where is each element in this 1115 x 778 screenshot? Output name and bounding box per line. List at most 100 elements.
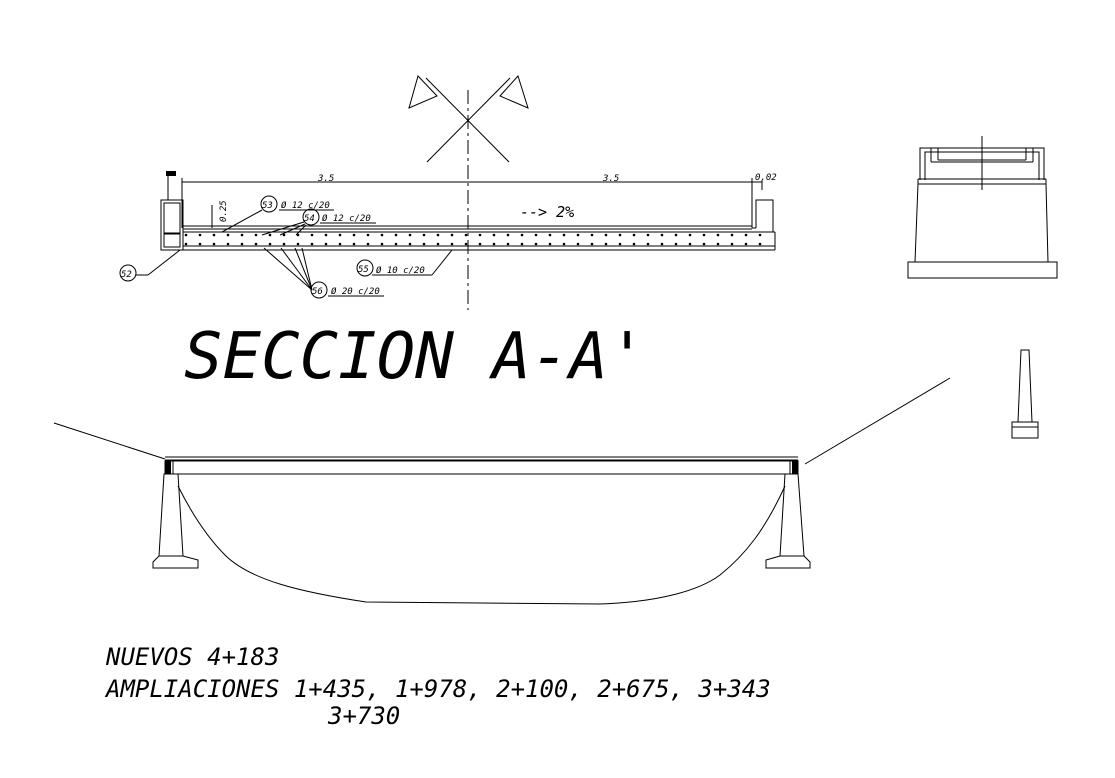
bridge-elevation bbox=[53, 377, 951, 605]
rebar-dot bbox=[184, 242, 188, 246]
rebar-dot bbox=[702, 242, 706, 246]
rebar-dot bbox=[632, 242, 636, 246]
rebar-dots bbox=[184, 233, 762, 246]
rebar-dot bbox=[198, 233, 202, 237]
dimension-right: 3.5 bbox=[602, 174, 619, 184]
rebar-dot bbox=[184, 233, 188, 237]
rebar-dot bbox=[394, 233, 398, 237]
rebar-dot bbox=[282, 233, 286, 237]
svg-text:Ø 12 c/20: Ø 12 c/20 bbox=[281, 200, 330, 211]
abutment-detail bbox=[907, 136, 1058, 279]
rebar-dot bbox=[590, 233, 594, 237]
rebar-dot bbox=[576, 242, 580, 246]
dimension-edge: 0.02 bbox=[755, 173, 777, 183]
rebar-dot bbox=[520, 242, 524, 246]
rebar-dot bbox=[618, 242, 622, 246]
rebar-dot bbox=[492, 242, 496, 246]
rebar-dot bbox=[506, 233, 510, 237]
terrain-right bbox=[804, 377, 951, 465]
rebar-dot bbox=[436, 242, 440, 246]
rebar-dot bbox=[310, 242, 314, 246]
notes-nuevos: NUEVOS 4+183 bbox=[105, 643, 279, 671]
svg-text:52: 52 bbox=[121, 270, 132, 280]
rebar-callout-56: 56 Ø 20 c/20 bbox=[263, 247, 384, 299]
rebar-dot bbox=[604, 233, 608, 237]
left-abutment bbox=[158, 473, 184, 557]
rebar-dot bbox=[450, 242, 454, 246]
right-curb bbox=[752, 199, 774, 232]
rebar-dot bbox=[380, 233, 384, 237]
deck-slab bbox=[161, 225, 776, 251]
rebar-callout-52: 52 bbox=[119, 249, 181, 282]
rebar-dot bbox=[660, 233, 664, 237]
rebar-dot bbox=[464, 233, 468, 237]
rebar-dot bbox=[646, 242, 650, 246]
rebar-dot bbox=[450, 233, 454, 237]
rebar-dot bbox=[226, 233, 230, 237]
crown-symbol bbox=[408, 75, 529, 163]
rebar-dot bbox=[716, 242, 720, 246]
rebar-dot bbox=[296, 242, 300, 246]
rebar-dot bbox=[212, 233, 216, 237]
svg-text:56: 56 bbox=[312, 287, 323, 297]
rebar-dot bbox=[758, 233, 762, 237]
left-curb: 0.25 bbox=[160, 171, 229, 251]
rebar-dot bbox=[212, 242, 216, 246]
section-title: SECCION A-A' bbox=[184, 320, 646, 394]
rebar-dot bbox=[366, 233, 370, 237]
rebar-dot bbox=[730, 233, 734, 237]
rebar-dot bbox=[254, 242, 258, 246]
rebar-dot bbox=[548, 233, 552, 237]
rebar-dot bbox=[604, 242, 608, 246]
rebar-dot bbox=[492, 233, 496, 237]
rebar-dot bbox=[702, 233, 706, 237]
svg-text:Ø 20 c/20: Ø 20 c/20 bbox=[331, 286, 380, 297]
right-abutment bbox=[779, 473, 805, 557]
rebar-dot bbox=[534, 233, 538, 237]
rebar-dot bbox=[240, 233, 244, 237]
notes-ampliaciones: AMPLIACIONES 1+435, 1+978, 2+100, 2+675,… bbox=[104, 675, 771, 703]
rebar-dot bbox=[674, 233, 678, 237]
rebar-dot bbox=[254, 233, 258, 237]
rebar-dot bbox=[394, 242, 398, 246]
rebar-dot bbox=[576, 233, 580, 237]
rebar-dot bbox=[562, 242, 566, 246]
rebar-dot bbox=[422, 233, 426, 237]
cross-section: 3.5 3.5 0.02 0.25 --> 2 bbox=[119, 75, 777, 310]
rebar-dot bbox=[352, 233, 356, 237]
rebar-dot bbox=[282, 242, 286, 246]
rebar-dot bbox=[744, 242, 748, 246]
rebar-dot bbox=[464, 242, 468, 246]
slope-label: --> 2% bbox=[520, 203, 574, 221]
rebar-callout-53: 53 Ø 12 c/20 bbox=[221, 195, 334, 233]
rebar-callout-55: 55 Ø 10 c/20 bbox=[356, 249, 453, 277]
rebar-dot bbox=[520, 233, 524, 237]
rebar-dot bbox=[198, 242, 202, 246]
rebar-dot bbox=[436, 233, 440, 237]
dimension-curb: 0.25 bbox=[219, 200, 229, 222]
svg-text:Ø 12 c/20: Ø 12 c/20 bbox=[322, 213, 371, 224]
rebar-dot bbox=[590, 242, 594, 246]
rebar-dot bbox=[716, 233, 720, 237]
rebar-dot bbox=[268, 233, 272, 237]
rebar-dot bbox=[688, 233, 692, 237]
rebar-dot bbox=[562, 233, 566, 237]
rebar-dot bbox=[324, 233, 328, 237]
rebar-dot bbox=[268, 242, 272, 246]
rebar-dot bbox=[324, 242, 328, 246]
rebar-dot bbox=[338, 242, 342, 246]
dimension-left: 3.5 bbox=[317, 174, 334, 184]
rebar-dot bbox=[730, 242, 734, 246]
notes-ampliaciones-cont: 3+730 bbox=[327, 702, 400, 730]
rebar-dot bbox=[338, 233, 342, 237]
rebar-dot bbox=[688, 242, 692, 246]
rebar-dot bbox=[310, 233, 314, 237]
rebar-dot bbox=[366, 242, 370, 246]
rebar-dot bbox=[478, 242, 482, 246]
rebar-callout-54: 54 Ø 12 c/20 bbox=[261, 208, 376, 236]
rebar-dot bbox=[618, 233, 622, 237]
rebar-dot bbox=[226, 242, 230, 246]
rebar-dot bbox=[548, 242, 552, 246]
rebar-dot bbox=[744, 233, 748, 237]
rebar-dot bbox=[646, 233, 650, 237]
